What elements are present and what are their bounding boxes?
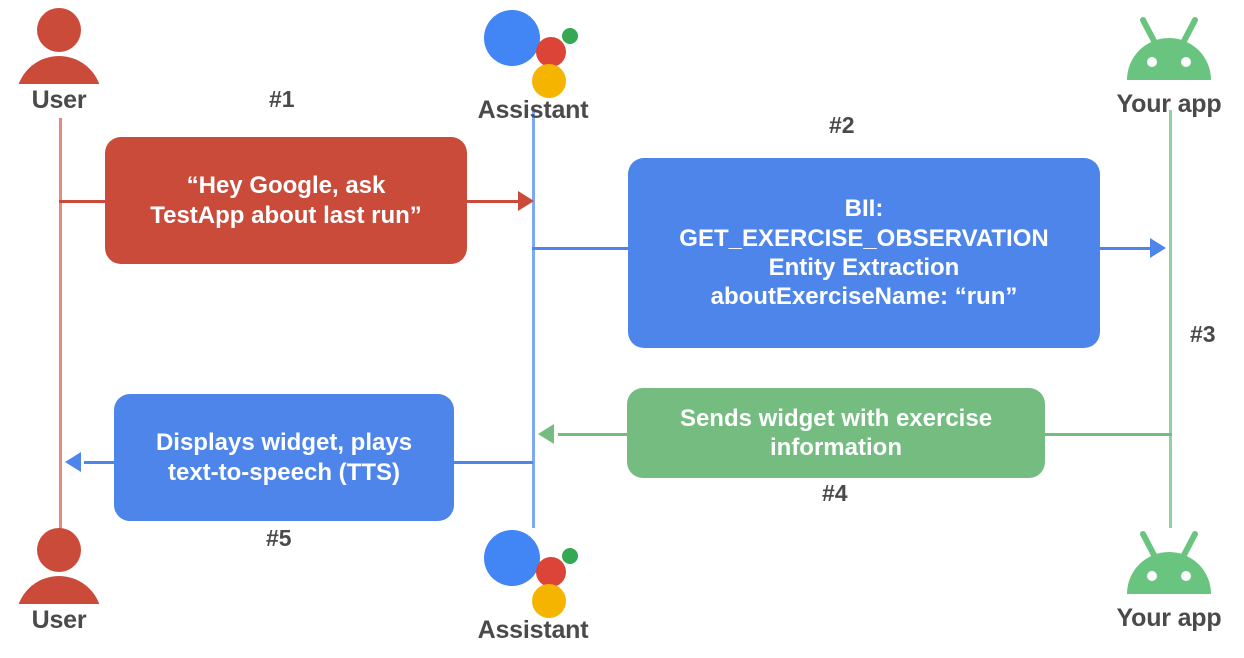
step-4-message-text: Sends widget with exercise information bbox=[679, 404, 993, 461]
step-5-message-box: Displays widget, plays text-to-speech (T… bbox=[114, 394, 454, 521]
actor-your-app-top: Your app bbox=[1094, 14, 1244, 117]
lifeline-your-app bbox=[1169, 110, 1172, 528]
step-5-number: #5 bbox=[266, 525, 292, 551]
actor-user-bottom-label: User bbox=[31, 606, 87, 634]
step-2-arrowhead bbox=[1150, 238, 1166, 258]
android-robot-icon bbox=[1114, 14, 1224, 86]
actor-user-top: User bbox=[0, 8, 134, 113]
step-5-message-text: Displays widget, plays text-to-speech (T… bbox=[155, 429, 413, 486]
actor-assistant-top: Assistant bbox=[458, 4, 608, 123]
user-icon bbox=[14, 528, 104, 604]
actor-your-app-bottom: Your app bbox=[1094, 528, 1244, 631]
step-4-connector-left bbox=[558, 433, 630, 436]
google-assistant-icon bbox=[478, 524, 588, 618]
actor-user-top-label: User bbox=[31, 86, 87, 114]
step-4-message-box: Sends widget with exercise information bbox=[627, 388, 1045, 478]
user-icon bbox=[14, 8, 104, 84]
android-robot-icon bbox=[1114, 528, 1224, 600]
actor-user-bottom: User bbox=[0, 528, 134, 633]
actor-assistant-bottom: Assistant bbox=[458, 524, 608, 643]
actor-your-app-top-label: Your app bbox=[1116, 90, 1222, 118]
lifeline-user bbox=[59, 118, 62, 530]
google-assistant-icon bbox=[478, 4, 588, 98]
step-5-connector-right bbox=[453, 461, 533, 464]
step-1-connector-left bbox=[59, 200, 109, 203]
step-5-arrowhead bbox=[65, 452, 81, 472]
step-1-message-box: “Hey Google, ask TestApp about last run” bbox=[105, 137, 467, 264]
actor-assistant-top-label: Assistant bbox=[477, 96, 589, 124]
step-1-message-text: “Hey Google, ask TestApp about last run” bbox=[150, 172, 422, 229]
step-2-message-text: BII: GET_EXERCISE_OBSERVATION Entity Ext… bbox=[679, 195, 1049, 311]
lifeline-assistant bbox=[532, 110, 535, 528]
actor-your-app-bottom-label: Your app bbox=[1116, 604, 1222, 632]
step-3-number: #3 bbox=[1190, 321, 1216, 347]
step-1-arrowhead bbox=[518, 191, 534, 211]
step-2-message-box: BII: GET_EXERCISE_OBSERVATION Entity Ext… bbox=[628, 158, 1100, 348]
step-4-connector-right bbox=[1044, 433, 1172, 436]
step-2-number: #2 bbox=[829, 112, 855, 138]
step-2-connector-left bbox=[532, 247, 632, 250]
actor-assistant-bottom-label: Assistant bbox=[477, 616, 589, 644]
step-4-number: #4 bbox=[822, 480, 848, 506]
step-5-connector-left bbox=[84, 461, 115, 464]
step-1-connector-right bbox=[466, 200, 524, 203]
step-2-connector-right bbox=[1098, 247, 1154, 250]
step-1-number: #1 bbox=[269, 86, 295, 112]
step-4-arrowhead bbox=[538, 424, 554, 444]
